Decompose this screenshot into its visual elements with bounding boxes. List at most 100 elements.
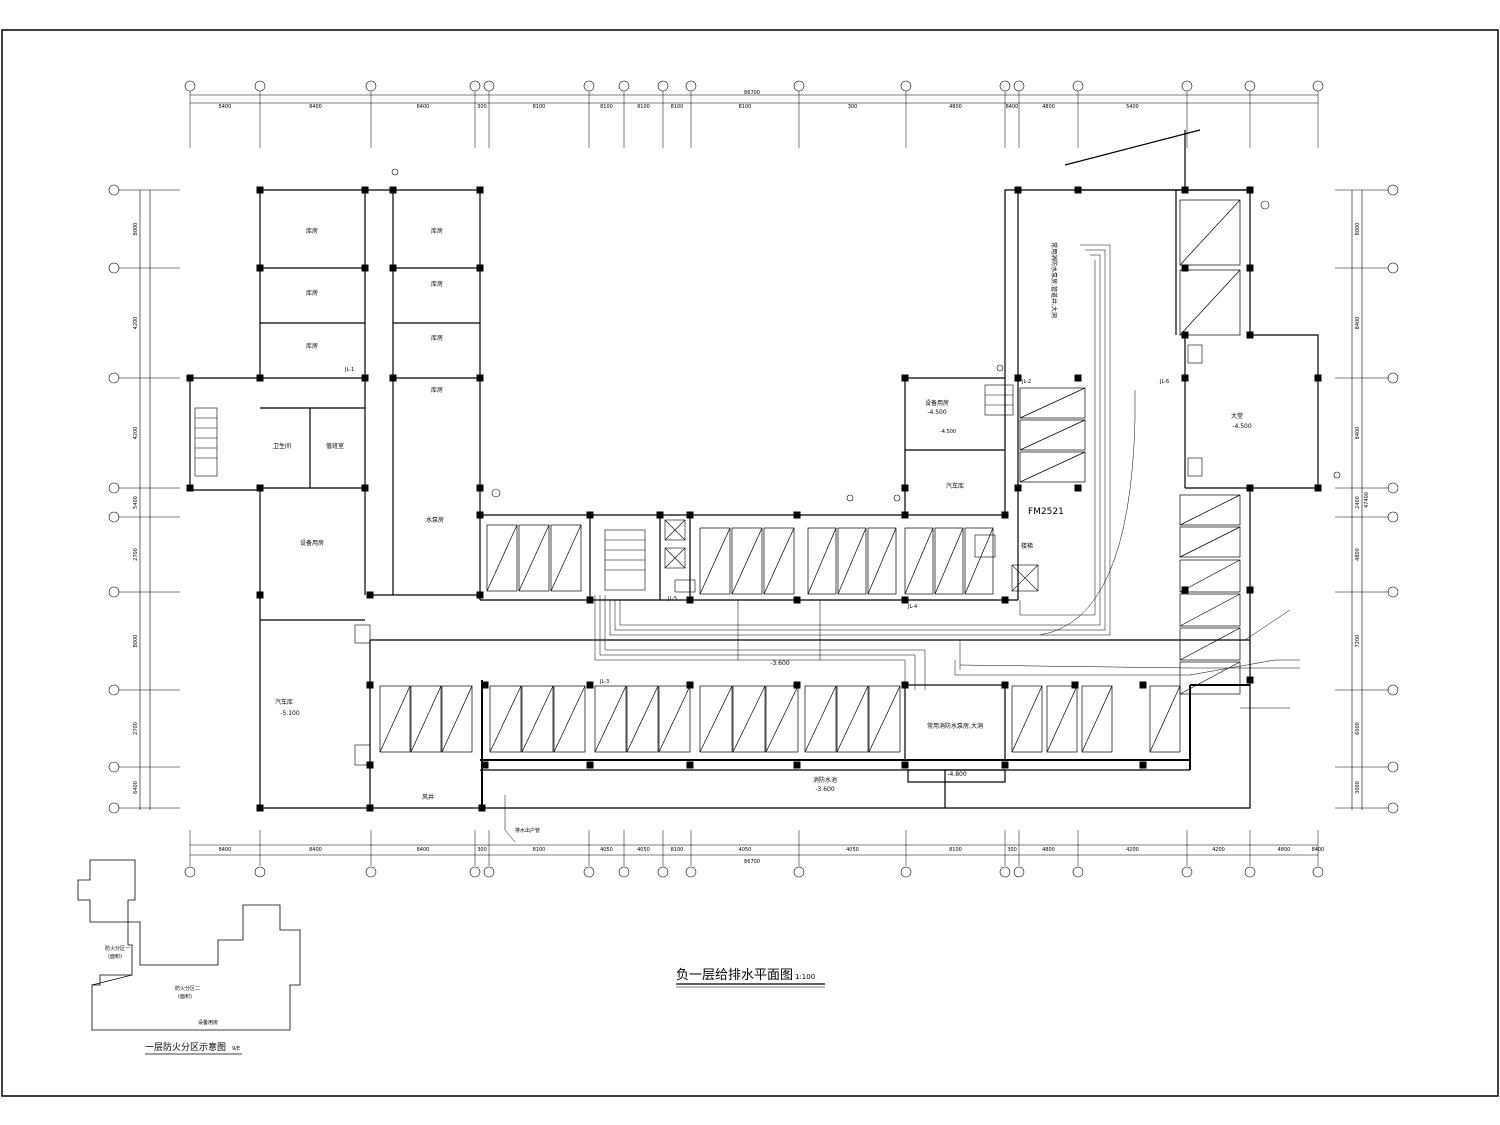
column — [901, 596, 909, 604]
parking-stall — [658, 685, 691, 753]
top-span-label: 8100 — [671, 104, 684, 110]
room-storage-f: 库房 — [431, 334, 443, 342]
parking-stall — [867, 527, 897, 595]
room-pump: 水泵房 — [426, 516, 444, 524]
left-span-label: 8000 — [133, 635, 139, 648]
parking-stall — [1179, 593, 1241, 627]
column — [1314, 374, 1322, 382]
bottom-axis-bubble — [365, 866, 377, 878]
column — [686, 511, 694, 519]
parking-stall — [1046, 685, 1078, 753]
top-span-label: 4800 — [949, 104, 962, 110]
column — [1181, 264, 1189, 272]
column — [1014, 484, 1022, 492]
right-span-label: 4800 — [1355, 548, 1361, 561]
parking-stall — [837, 527, 867, 595]
top-span-label: 8100 — [600, 104, 613, 110]
column — [1246, 186, 1254, 194]
top-axis-bubble — [618, 80, 630, 92]
parking-stall — [518, 524, 550, 592]
column — [586, 511, 594, 519]
left-span-label: 4200 — [133, 317, 139, 330]
parking-stall — [904, 527, 934, 595]
parking-stall — [521, 685, 554, 753]
room-toilet: 卫生间 — [273, 442, 291, 450]
room-lift-lobby: 设备用房 — [925, 399, 949, 407]
column — [1001, 761, 1009, 769]
bottom-axis-bubble — [618, 866, 630, 878]
left-span-label: 4200 — [133, 427, 139, 440]
column — [656, 511, 664, 519]
column — [1246, 264, 1254, 272]
bottom-axis-bubble — [483, 866, 495, 878]
room-storage-g: 库房 — [431, 386, 443, 394]
column — [1074, 186, 1082, 194]
column — [1246, 331, 1254, 339]
column — [793, 761, 801, 769]
column — [361, 484, 369, 492]
parking-stall — [868, 685, 901, 753]
elevation-e4: -3.600 — [770, 660, 790, 667]
elevation-e5: -4.500 — [927, 409, 947, 416]
column — [476, 591, 484, 599]
bottom-axis-bubble — [900, 866, 912, 878]
column — [901, 511, 909, 519]
parking-stall — [626, 685, 659, 753]
parking-stall — [489, 685, 522, 753]
room-fire-tank: 常用消防水泵房,大洞 — [927, 722, 983, 730]
column — [1014, 374, 1022, 382]
bottom-axis-bubble — [793, 866, 805, 878]
top-span-label: 8100 — [637, 104, 650, 110]
parking-stall — [1179, 494, 1241, 526]
top-span-label: 8100 — [739, 104, 752, 110]
top-axis-bubble — [254, 80, 266, 92]
column — [1001, 596, 1009, 604]
column — [1139, 681, 1147, 689]
parking-stall — [1149, 685, 1181, 753]
parking-stall — [934, 527, 964, 595]
parking-stall — [765, 685, 799, 753]
top-dimension-row — [190, 94, 1318, 104]
room-duty: 值班室 — [326, 442, 344, 450]
left-span-label: 5400 — [133, 496, 139, 509]
bottom-span-label: 4050 — [739, 847, 752, 853]
parking-stall — [699, 527, 731, 595]
elevation-e1: -5.100 — [280, 710, 300, 717]
right-span-label: 6000 — [1355, 722, 1361, 735]
top-axis-bubble — [184, 80, 196, 92]
bottom-span-label: 4800 — [1278, 847, 1291, 853]
room-storage-b: 库房 — [431, 227, 443, 235]
right-axis-bubble — [1387, 184, 1399, 196]
parking-stall — [550, 524, 582, 592]
room-car-park: 汽车库 — [275, 698, 293, 706]
drawing-title-block: 负一层给排水平面图 1:100 — [676, 968, 825, 988]
parking-stall — [1019, 419, 1086, 451]
tag-jl5: JL-5 — [667, 596, 677, 602]
left-axis-bubble — [108, 482, 120, 494]
top-span-label: 4800 — [1042, 104, 1055, 110]
room-storage-c: 库房 — [306, 289, 318, 297]
bottom-axis-bubble — [685, 866, 697, 878]
fire-zone-inset — [77, 859, 301, 1031]
left-span-label: 8000 — [133, 223, 139, 236]
left-axis-bubble — [108, 184, 120, 196]
column — [186, 484, 194, 492]
parking-stall — [1019, 387, 1086, 419]
column — [586, 596, 594, 604]
parking-stall — [1179, 199, 1241, 266]
parking-stall — [594, 685, 627, 753]
column — [361, 186, 369, 194]
column — [793, 681, 801, 689]
column — [361, 264, 369, 272]
tag-jl4: JL-4 — [907, 604, 917, 610]
column — [1181, 186, 1189, 194]
column — [586, 761, 594, 769]
left-axis-bubble — [108, 586, 120, 598]
parking-stall — [964, 527, 994, 595]
bottom-span-label: 8100 — [533, 847, 546, 853]
top-axis-bubble — [1181, 80, 1193, 92]
right-span-label: 2400 — [1355, 496, 1361, 509]
top-axis-bubble — [469, 80, 481, 92]
room-hall: 大堂 — [1231, 412, 1243, 420]
room-storage-d: 库房 — [431, 280, 443, 288]
